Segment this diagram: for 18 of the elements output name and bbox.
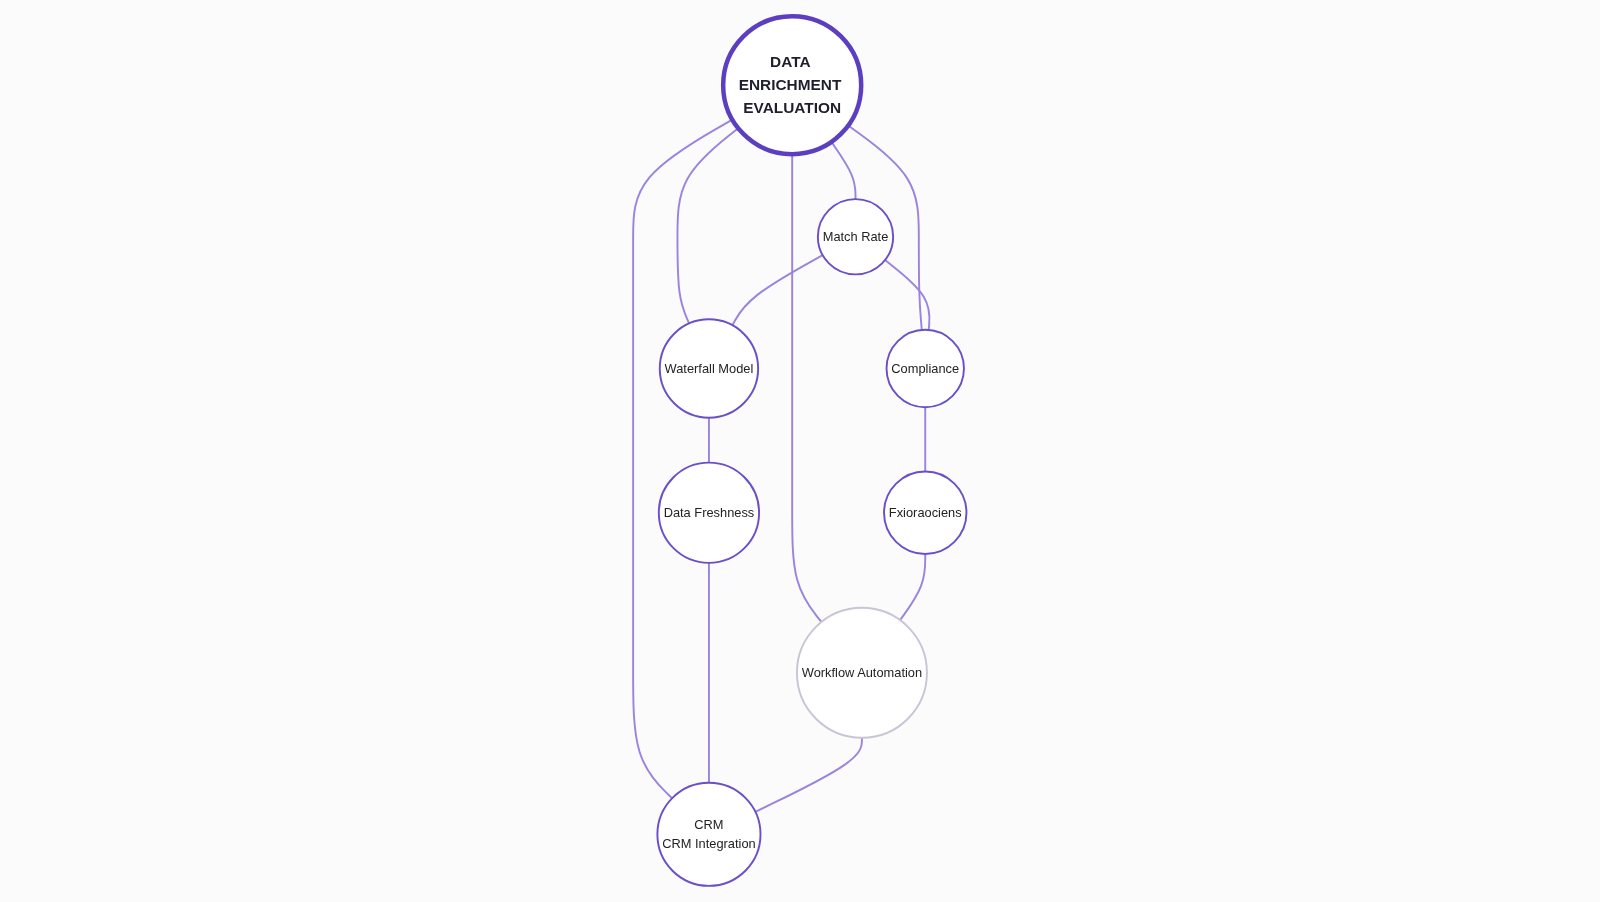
connector <box>708 561 711 784</box>
connector <box>884 259 931 331</box>
connector <box>899 552 927 622</box>
node-circle: Data Freshness <box>658 461 761 564</box>
node-circle: Compliance <box>885 328 966 409</box>
node-circle: Workflow Automation <box>796 606 929 739</box>
connector <box>754 736 864 813</box>
node-circle: DATA ENRICHMENT EVALUATION <box>721 13 864 157</box>
node-circle: Match Rate <box>817 198 895 276</box>
connector <box>924 406 927 473</box>
connector <box>632 118 734 800</box>
connector <box>708 416 711 464</box>
node-circle: CRM CRM Integration <box>656 781 762 887</box>
node-circle: Waterfall Model <box>659 318 760 419</box>
connector <box>731 254 824 327</box>
node-circle: Fxioraociens <box>883 470 968 555</box>
connector <box>847 124 923 331</box>
connector <box>791 153 823 623</box>
